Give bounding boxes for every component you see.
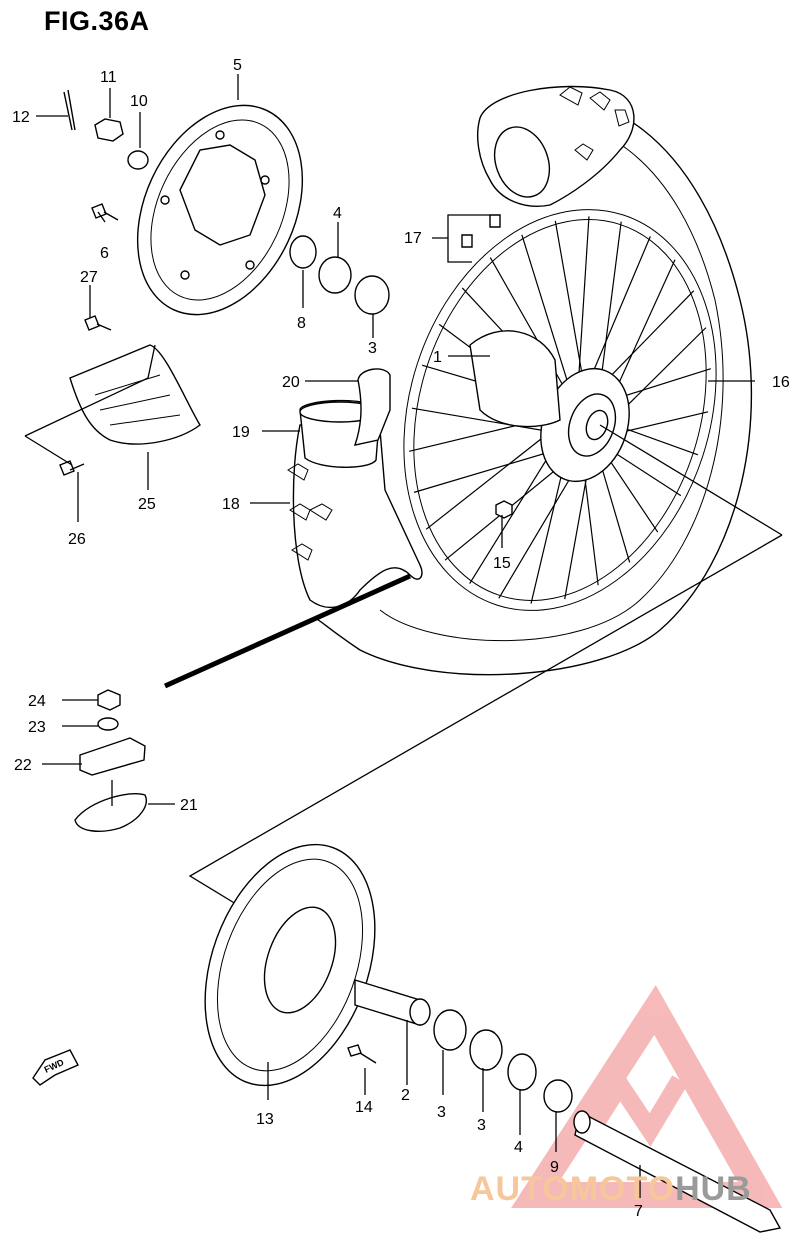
callout-12: 12 (12, 109, 30, 126)
callout-9: 9 (550, 1159, 559, 1176)
callout-5: 5 (233, 57, 242, 74)
callout-19: 19 (232, 424, 250, 441)
watermark-logo (511, 984, 783, 1208)
callout-4-top: 4 (333, 205, 342, 222)
small-parts (59, 89, 513, 1064)
callout-3-lower-left: 3 (437, 1104, 446, 1121)
fwd-arrow-icon (32, 1049, 79, 1086)
callout-21: 21 (180, 797, 198, 814)
callout-1: 1 (433, 349, 442, 366)
callout-15: 15 (493, 555, 511, 572)
brake-disc (136, 104, 304, 316)
callout-14: 14 (355, 1099, 373, 1116)
callout-7: 7 (634, 1203, 643, 1220)
leader-lines (24, 74, 755, 1198)
callout-23: 23 (28, 719, 46, 736)
callout-4-lower: 4 (514, 1139, 523, 1156)
callout-17: 17 (404, 230, 422, 247)
callout-11: 11 (100, 69, 117, 86)
callout-13: 13 (256, 1111, 274, 1128)
callout-6: 6 (100, 245, 109, 262)
callout-20: 20 (282, 374, 300, 391)
watermark-part1: AUTOMOTO (470, 1170, 676, 1208)
callout-numbers: 12 11 10 5 6 27 8 4 3 17 1 20 19 18 16 1… (12, 57, 790, 1220)
tire-tube-section (287, 368, 423, 609)
callout-18: 18 (222, 496, 240, 513)
watermark-text: AUTOMOTOHUB (470, 1170, 752, 1209)
callout-27: 27 (80, 269, 98, 286)
callout-8: 8 (297, 315, 306, 332)
callout-3-top: 3 (368, 340, 377, 357)
callout-3-lower-right: 3 (477, 1117, 486, 1134)
callout-24: 24 (28, 693, 46, 710)
wheel-assembly (314, 85, 783, 676)
axle-parts (354, 979, 782, 1233)
sprocket (204, 843, 376, 1087)
figure-title: FIG.36A (44, 6, 150, 36)
watermark-part2: HUB (675, 1170, 752, 1208)
disc-cover (69, 344, 201, 445)
callout-26: 26 (68, 531, 86, 548)
rim-lock-group (74, 689, 147, 832)
callout-16: 16 (772, 374, 790, 391)
callout-2: 2 (401, 1087, 410, 1104)
callout-22: 22 (14, 757, 32, 774)
callout-25: 25 (138, 496, 156, 513)
callout-10: 10 (130, 93, 148, 110)
